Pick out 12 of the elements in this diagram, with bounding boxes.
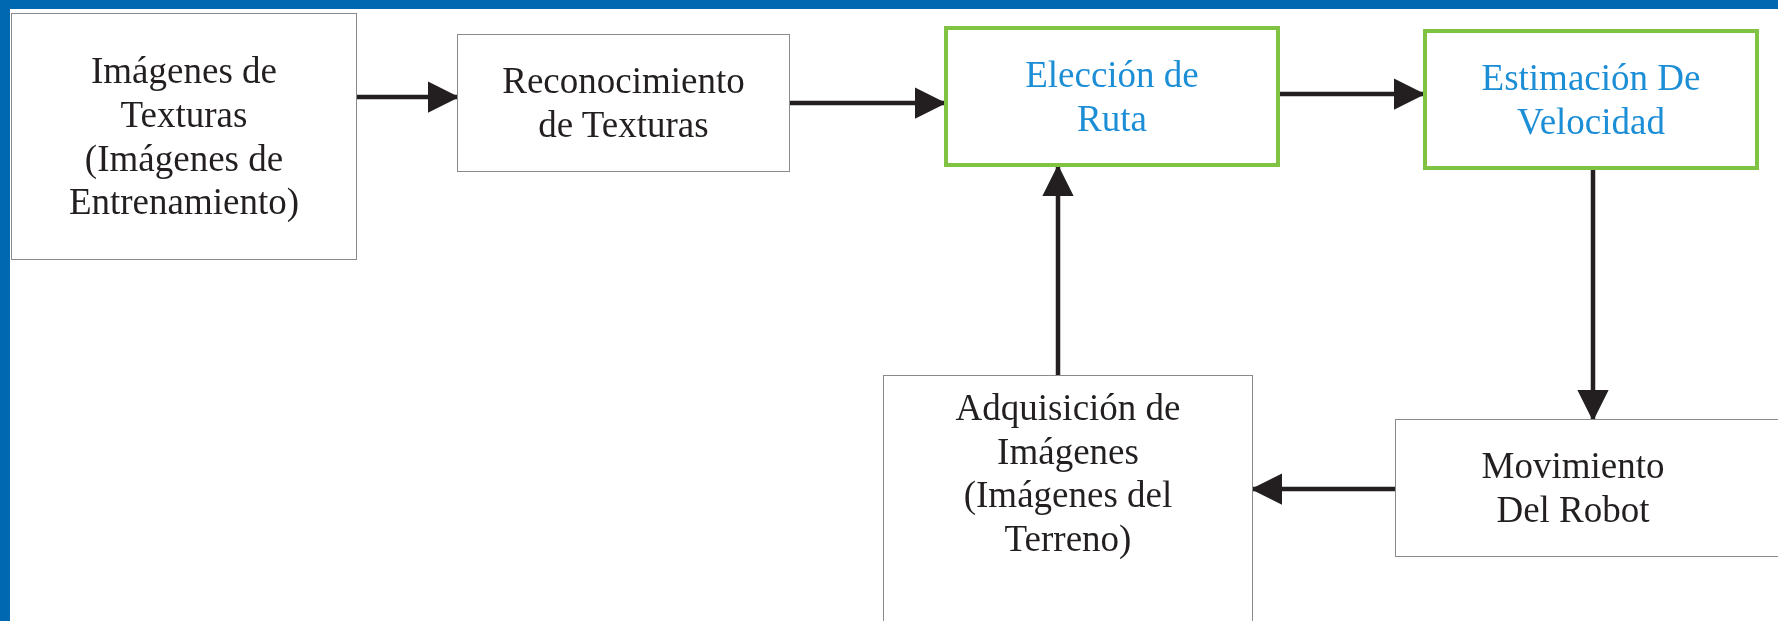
highlighted-process-box bbox=[1423, 29, 1759, 170]
box-label: Estimación De Velocidad bbox=[1480, 55, 1702, 144]
box-label: Imágenes de Texturas (Imágenes de Entrenamiento) bbox=[67, 49, 301, 224]
box-label: Adquisición de Imágenes (Imágenes del Terreno) bbox=[954, 386, 1182, 561]
process-box bbox=[457, 34, 790, 172]
process-box bbox=[11, 13, 357, 260]
highlighted-process-box bbox=[944, 26, 1280, 167]
box-label: Reconocimiento de Texturas bbox=[501, 59, 746, 147]
process-box bbox=[883, 375, 1253, 621]
box-label: Movimiento Del Robot bbox=[1480, 444, 1666, 532]
box-label: Elección de Ruta bbox=[1024, 52, 1200, 141]
process-box bbox=[1395, 419, 1778, 557]
